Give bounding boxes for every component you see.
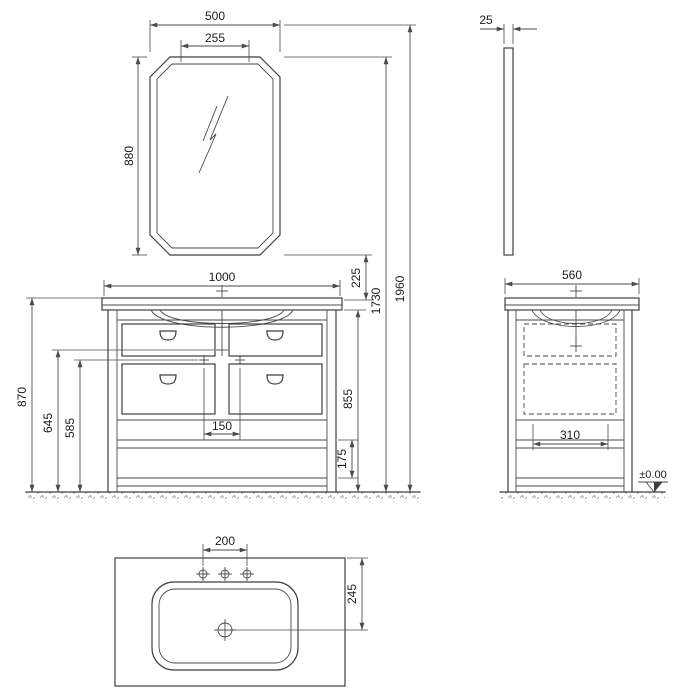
vanity-front [25,285,421,502]
floor-hatch-front [25,491,421,502]
dim-label-floor-to-drain: 645 [41,413,55,433]
drawer-handle [159,330,177,341]
dim-label-vanity-height: 870 [15,387,29,407]
dim-floor-to-mirror-top: 1730 [284,56,392,492]
side-view: 25 560 [479,13,668,502]
countertop-plan [114,557,346,687]
dim-floor-to-counter-underside: 855 [341,309,366,492]
dim-label-connection-spacing: 150 [212,419,232,433]
cabinet-side [507,309,633,493]
top-view: 200 245 [114,534,368,687]
dim-floor-to-drain: 645 [41,349,214,492]
faucet-hole [218,567,232,581]
mirror-frame [149,56,281,256]
countertop [101,297,343,311]
dim-label-floor-to-connection: 585 [63,418,77,438]
drawer [121,363,216,415]
drawer-hidden-outline [523,323,617,357]
dim-mirror-thickness: 25 [479,13,537,44]
dim-label-floor-to-mirror-top: 1730 [369,287,383,314]
drain-plan [214,619,236,641]
dim-label-mirror-top-inset: 255 [205,31,225,45]
dim-label-vanity-width: 1000 [209,270,236,284]
dim-vanity-depth: 560 [504,268,640,294]
faucet-symbol [216,285,228,297]
dim-label-overall-height: 1960 [393,275,407,302]
drain-and-connections [199,310,245,365]
dim-overall-height: 1960 [284,24,416,492]
dim-shelf-clearance: 175 [335,439,358,479]
dim-label-mirror-thickness: 25 [479,13,493,27]
mirror-reflection-streak [198,95,229,174]
dim-label-drawer-depth: 310 [560,428,580,442]
faucet-hole [196,567,210,581]
dim-label-mirror-height: 880 [122,146,136,166]
dim-label-mirror-width: 500 [205,9,225,23]
dim-vanity-height: 870 [15,297,102,492]
faucet-hole [240,567,254,581]
cabinet-frame [107,309,337,493]
faucet-symbol-side [570,285,582,297]
drawer-handle [266,330,284,341]
dim-mirror-width: 500 [149,9,281,52]
dim-mirror-to-counter-gap: 225 [284,254,372,301]
drawer-hidden-outline [523,363,617,415]
drawer [121,323,216,357]
sink-plan-inner [158,588,292,664]
drawer-handle [266,374,284,385]
mirror [149,56,281,256]
dim-label-faucet-hole-spacing: 200 [215,534,235,548]
drawer-handle [159,374,177,385]
dim-faucet-hole-spacing: 200 [202,534,248,566]
dim-label-shelf-clearance: 175 [335,449,349,469]
dim-label-floor-to-counter-underside: 855 [341,389,355,409]
countertop-side [504,297,640,311]
dim-drawer-depth: 310 [532,424,609,450]
dim-connection-spacing: 150 [203,368,241,440]
mirror-reflection-streak [202,105,218,142]
wall-mirror-profile [503,47,514,256]
dim-basin-center-offset: 245 [234,557,368,631]
floor-level-marker: ±0.00 [638,469,668,493]
sink-plan-outer [151,581,299,671]
dim-label-vanity-depth: 560 [562,268,582,282]
dim-floor-to-connection: 585 [63,359,198,492]
floor-hatch-side [499,491,666,502]
drawer [228,363,323,415]
dim-label-mirror-to-counter-gap: 225 [349,268,363,288]
front-view: 500 255 880 1960 1730 [15,9,421,502]
dim-label-basin-center-offset: 245 [345,584,359,604]
drawer [228,323,323,357]
mirror-glass [156,63,274,249]
floor-level-label: ±0.00 [639,469,666,481]
dim-mirror-height: 880 [122,56,147,256]
dim-mirror-top-inset: 255 [180,31,250,62]
